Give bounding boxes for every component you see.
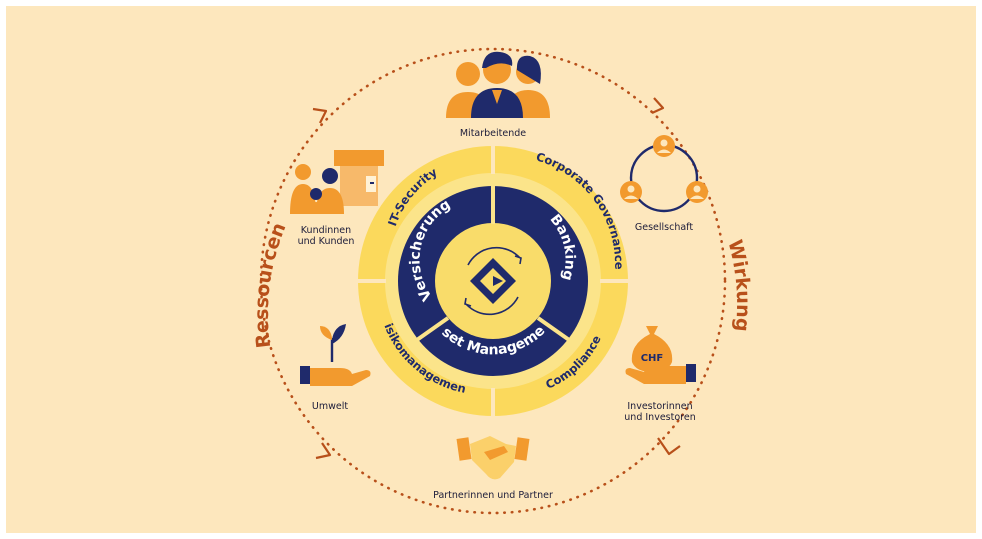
umwelt-label: Umwelt [312, 401, 348, 412]
und-kunden-label: und Kunden [298, 236, 355, 247]
gesellschaft-label: Gesellschaft [635, 222, 693, 233]
arrow-head-bottom-left [315, 442, 332, 460]
investorinnen-label: Investorinnen [627, 401, 692, 412]
kundinnen-label: Kundinnen [301, 225, 351, 236]
society-network-icon [620, 135, 708, 213]
plant-hand-icon [300, 324, 371, 386]
arrow-head-bottom-right [657, 437, 681, 456]
money-bag-hand-icon: CHF [625, 326, 696, 384]
refresh-arrows-icon [464, 246, 522, 316]
family-shop-icon [290, 150, 384, 214]
handshake-icon [456, 436, 530, 480]
mitarbeitende-label: Mitarbeitende [460, 128, 526, 139]
cycle-ring [259, 47, 727, 515]
chf-label: CHF [641, 353, 664, 364]
arrow-head-top-right [651, 97, 665, 115]
arrow-head-top-left [312, 107, 328, 124]
people-group-icon [446, 51, 550, 118]
partner-label: Partnerinnen und Partner [433, 490, 553, 501]
und-investoren-label: und Investoren [624, 412, 695, 423]
logo-icon [470, 258, 516, 304]
